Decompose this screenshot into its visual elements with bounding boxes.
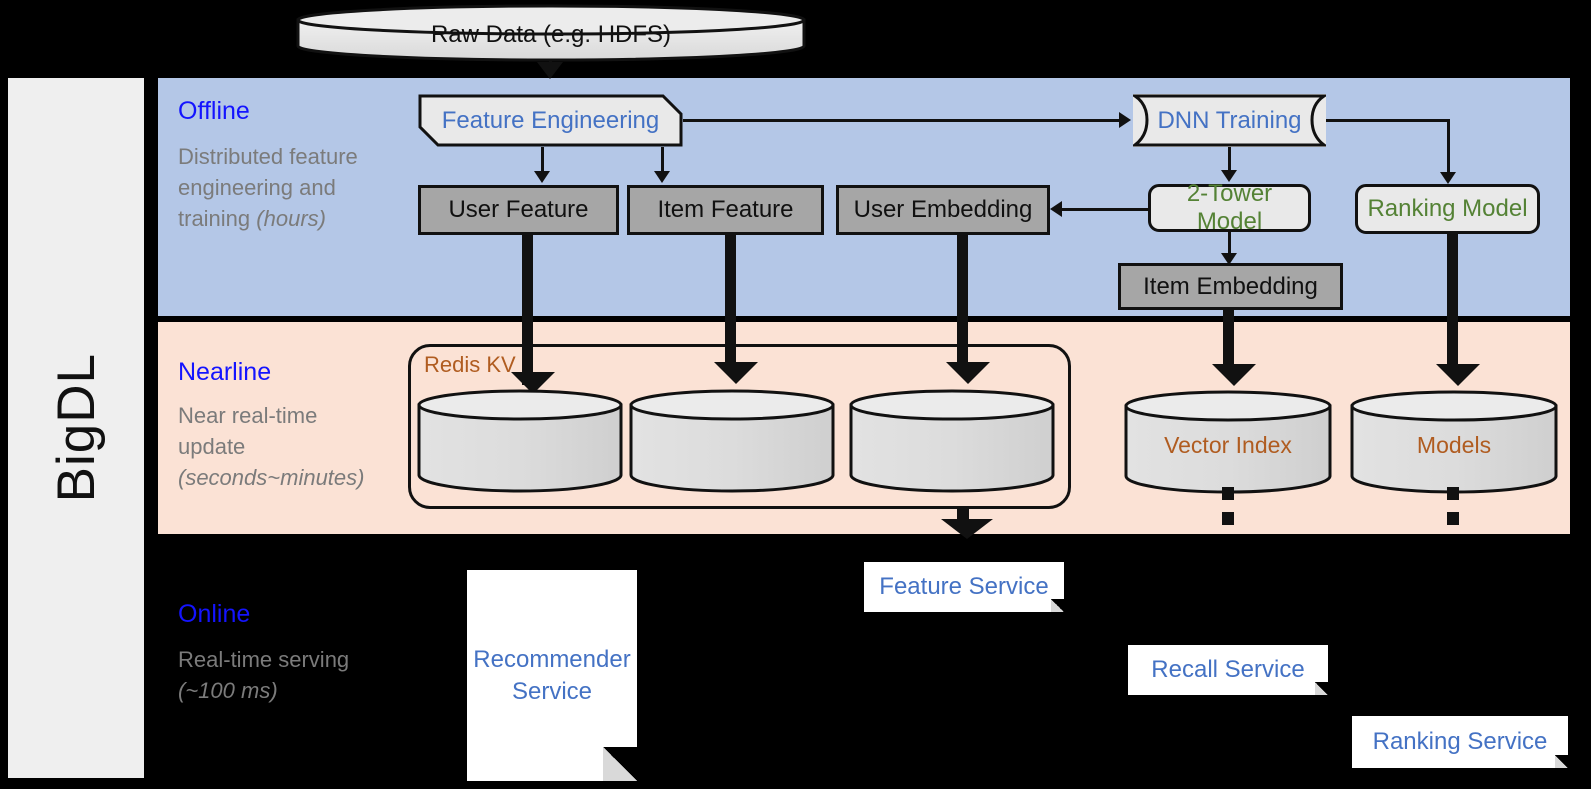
item-feature-node[interactable]: Item Feature: [627, 185, 824, 235]
connector-dnn-twotower: [1228, 147, 1231, 173]
connector-rankingmodel-models: [1447, 234, 1458, 375]
two-tower-model-node[interactable]: 2-Tower Model: [1148, 180, 1311, 235]
arrowhead-fe-dnn: [1119, 112, 1131, 128]
arrowhead-dnn-ranking: [1440, 172, 1456, 184]
user-embedding-node[interactable]: User Embedding: [836, 185, 1050, 235]
ranking-service-label: Ranking Service: [1372, 728, 1548, 756]
redis-cylinder-user-embedding: [849, 389, 1055, 493]
models-stub-1: [1447, 487, 1459, 500]
connector-dnn-ranking-h: [1326, 119, 1450, 122]
connector-userembedding-redis: [957, 235, 968, 373]
feature-engineering-node[interactable]: Feature Engineering: [418, 94, 683, 147]
redis-cylinder-item-feature: [629, 389, 835, 493]
recommender-service-card[interactable]: Recommender Service: [467, 570, 637, 781]
offline-subtitle: Distributed feature engineering and trai…: [178, 141, 388, 235]
arrowhead-userembedding-redis: [946, 362, 990, 384]
bigdl-label: BigDL: [46, 353, 106, 503]
online-subtitle: Real-time serving (~100 ms): [178, 644, 388, 706]
vector-index-stub-2: [1222, 512, 1234, 525]
feature-service-card[interactable]: Feature Service: [864, 562, 1064, 612]
ranking-model-node[interactable]: Ranking Model: [1355, 184, 1540, 234]
ranking-service-card[interactable]: Ranking Service: [1352, 716, 1568, 768]
connector-itemembedding-vectorindex: [1223, 310, 1234, 375]
recommender-service-label: Recommender Service: [473, 646, 631, 705]
arrowhead-userfeature-redis: [511, 372, 555, 394]
item-embedding-label: Item Embedding: [1143, 272, 1318, 300]
dnn-training-node[interactable]: DNN Training: [1133, 94, 1326, 147]
connector-itemfeature-redis: [725, 235, 736, 373]
connector-twotower-userembedding: [1062, 208, 1150, 211]
nearline-subtitle-plain: Near real-time update: [178, 403, 318, 460]
arrowhead-fe-userfeature: [534, 171, 550, 183]
arrowhead-twotower-itemembedding: [1221, 253, 1237, 265]
offline-title: Offline: [178, 97, 250, 125]
feature-service-label: Feature Service: [879, 573, 1049, 601]
offline-subtitle-plain: Distributed feature engineering and trai…: [178, 144, 358, 232]
recall-service-card[interactable]: Recall Service: [1128, 645, 1328, 695]
raw-data-label: Raw Data (e.g. HDFS): [430, 21, 672, 48]
arrowhead-itemfeature-redis: [714, 362, 758, 384]
raw-data-cylinder: Raw Data (e.g. HDFS): [296, 4, 806, 62]
models-stub-2: [1447, 512, 1459, 525]
arrowhead-redis-featureservice: [941, 519, 993, 539]
arrowhead-fe-itemfeature: [654, 171, 670, 183]
page-fold-icon: [1315, 682, 1328, 695]
arrowhead-dnn-twotower: [1221, 170, 1237, 182]
recall-service-label: Recall Service: [1151, 656, 1305, 684]
nearline-subtitle-italic: (seconds~minutes): [178, 465, 365, 491]
arrowhead-rawdata-fe: [537, 62, 563, 79]
user-feature-node[interactable]: User Feature: [418, 185, 619, 235]
ranking-model-label: Ranking Model: [1367, 195, 1528, 222]
connector-fe-userfeature: [541, 147, 544, 173]
redis-kv-group: [408, 344, 1071, 509]
redis-featureservice-stub: [957, 506, 969, 519]
models-label: Models: [1416, 432, 1492, 458]
vector-index-stub-1: [1222, 487, 1234, 500]
nearline-subtitle: Near real-time update (seconds~minutes): [178, 400, 388, 494]
redis-cylinder-user-feature: [417, 389, 623, 493]
redis-kv-label: Redis KV: [424, 352, 516, 377]
page-fold-icon: [1555, 755, 1568, 768]
nearline-title: Nearline: [178, 358, 272, 386]
user-feature-label: User Feature: [448, 196, 589, 223]
connector-fe-itemfeature: [661, 147, 664, 173]
online-subtitle-plain: Real-time serving: [178, 647, 350, 672]
item-embedding-node[interactable]: Item Embedding: [1118, 263, 1343, 310]
dnn-training-label: DNN Training: [1157, 106, 1302, 134]
arrowhead-rankingmodel-models: [1436, 364, 1480, 386]
online-subtitle-italic: (~100 ms): [178, 678, 278, 704]
vector-index-cylinder[interactable]: Vector Index: [1124, 390, 1332, 494]
connector-twotower-itemembedding: [1228, 232, 1231, 257]
arrowhead-twotower-userembedding: [1050, 201, 1062, 217]
item-feature-label: Item Feature: [657, 196, 794, 223]
offline-subtitle-italic: (hours): [256, 206, 326, 232]
connector-dnn-ranking-v: [1447, 119, 1450, 175]
vector-index-label: Vector Index: [1164, 432, 1292, 458]
models-cylinder[interactable]: Models: [1350, 390, 1558, 494]
user-embedding-label: User Embedding: [853, 196, 1033, 223]
bigdl-rail: BigDL: [8, 78, 144, 778]
arrowhead-itemembedding-vectorindex: [1212, 364, 1256, 386]
page-fold-icon: [1051, 599, 1064, 612]
feature-engineering-label: Feature Engineering: [441, 106, 660, 134]
connector-fe-dnn: [683, 119, 1120, 122]
page-fold-icon: [603, 747, 637, 781]
two-tower-model-label: 2-Tower Model: [1186, 180, 1273, 235]
online-title: Online: [178, 600, 251, 628]
connector-userfeature-redis: [522, 235, 533, 385]
